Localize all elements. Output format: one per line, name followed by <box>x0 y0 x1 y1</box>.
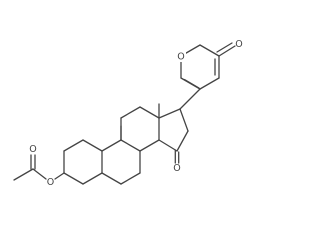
bond <box>158 139 178 152</box>
bond <box>179 108 189 132</box>
atom-ester-oxygen: O <box>47 177 54 188</box>
ester-oxygen-label: O <box>47 177 54 188</box>
bond <box>139 139 160 152</box>
bond <box>13 168 34 181</box>
bond <box>120 139 141 152</box>
ring-a <box>63 139 103 185</box>
bond <box>199 44 220 57</box>
ketone-group <box>174 149 180 164</box>
bond <box>183 78 200 89</box>
ring-oxygen-label: O <box>177 52 184 63</box>
bond <box>63 139 84 152</box>
bond <box>120 106 141 119</box>
bond <box>218 45 236 57</box>
structure-canvas: O O O O O <box>13 39 243 188</box>
bond <box>139 106 160 119</box>
bond <box>179 88 201 110</box>
ring-b <box>101 139 141 185</box>
bond <box>54 172 65 180</box>
atom-ketone-oxygen: O <box>173 163 180 174</box>
bond <box>82 172 103 185</box>
bond <box>216 42 233 53</box>
bond <box>101 172 122 185</box>
bond <box>82 139 103 152</box>
chemical-structure-diagram: O O O O O <box>13 39 243 188</box>
ring-c <box>120 106 160 152</box>
bond <box>176 130 189 152</box>
ketone-oxygen-label: O <box>173 163 180 174</box>
acetyl-oxygen-label: O <box>29 144 36 155</box>
ring-d <box>158 108 189 152</box>
bond <box>63 172 84 185</box>
lactone-carbonyl <box>216 42 236 57</box>
bond <box>101 139 122 152</box>
pyranone-ring <box>180 44 220 90</box>
atom-ring-oxygen: O <box>176 50 186 63</box>
atom-acetyl-oxygen: O <box>29 144 36 155</box>
bond <box>120 172 141 185</box>
atom-lactone-oxygen: O <box>235 39 242 50</box>
acetate-group <box>13 154 65 181</box>
bond <box>32 168 47 180</box>
lactone-oxygen-label: O <box>235 39 242 50</box>
bond <box>158 108 181 119</box>
bond <box>199 77 220 90</box>
